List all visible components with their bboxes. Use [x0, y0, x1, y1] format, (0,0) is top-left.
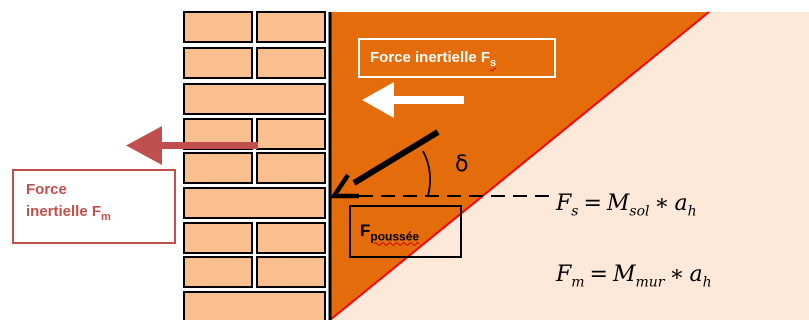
thrust-force-arrow — [329, 129, 440, 199]
wall-inertial-force-arrow — [126, 126, 258, 165]
angle-arc — [422, 150, 432, 197]
failure-plane-line — [329, 11, 710, 320]
brick — [183, 256, 253, 288]
brick — [256, 118, 326, 150]
soil-inertial-force-arrow — [362, 82, 464, 118]
brick — [183, 47, 253, 79]
brick — [256, 152, 326, 184]
soil-inertial-force-label: Force inertielle Fs — [358, 38, 556, 78]
brick — [183, 187, 326, 219]
brick — [183, 11, 253, 43]
brick — [183, 83, 326, 115]
brick — [256, 47, 326, 79]
equation-soil-force: Fs=Msol∗ah — [556, 191, 697, 220]
brick — [183, 152, 253, 184]
brick — [183, 291, 326, 320]
soil-background — [330, 12, 809, 320]
angle-delta-label: δ — [455, 152, 469, 177]
brick-wall — [183, 11, 326, 320]
brick — [256, 222, 326, 254]
brick — [256, 256, 326, 288]
thrust-force-label: Fpoussée — [349, 205, 462, 258]
brick — [256, 11, 326, 43]
brick — [183, 222, 253, 254]
wall-inertial-force-label: Force inertielle Fm — [12, 169, 176, 244]
equation-wall-force: Fm=Mmur∗ah — [556, 262, 712, 291]
